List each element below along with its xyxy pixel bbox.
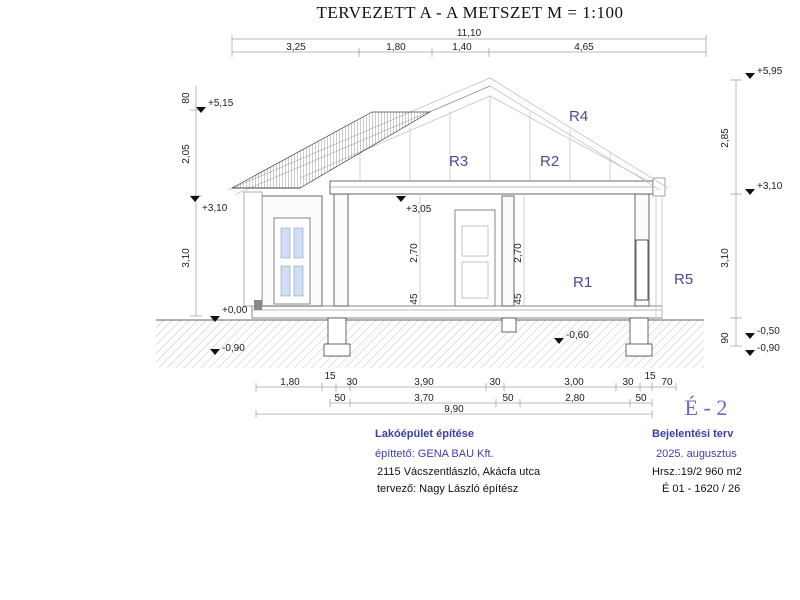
room-label-r1: R1	[573, 274, 592, 291]
level-marker-icon	[745, 189, 755, 195]
level-marker-icon	[196, 107, 206, 113]
client-line: építtető: GENA BAU Kft.	[375, 448, 494, 460]
level-marker-icon	[210, 349, 220, 355]
dim-room-height-right: 2,70	[513, 243, 524, 263]
dim-bottom-1: 1,80	[280, 377, 300, 388]
left-dimension-chain: 80 2,05 3,10	[181, 86, 202, 317]
title-block: Lakóépület építése építtető: GENA BAU Kf…	[375, 428, 742, 495]
room-label-r2: R2	[540, 153, 559, 170]
window-icon	[280, 227, 304, 297]
dim-top-seg-2: 1,80	[386, 42, 406, 53]
dim-room-height-left: 2,70	[409, 243, 420, 263]
plan-date: 2025. augusztus	[656, 448, 737, 460]
plan-type: Bejelentési terv	[652, 428, 734, 440]
ground-terrain	[156, 319, 704, 368]
dim-sill-left: 45	[409, 293, 420, 305]
level-right-eave: +3,10	[757, 181, 783, 192]
level-marker-icon	[396, 196, 406, 202]
sheet-number: É - 2	[685, 395, 728, 420]
room-label-r4: R4	[569, 108, 588, 125]
level-marker-icon	[554, 338, 564, 344]
dim-left-3: 3,10	[181, 248, 192, 268]
dim-bottom-9: 70	[661, 377, 673, 388]
level-ceiling: +3,05	[406, 204, 432, 215]
interior-dimensions: 2,70 45 2,70 45	[409, 196, 525, 306]
designer-line: tervező: Nagy László építész	[377, 483, 518, 495]
level-left-eave: +3,10	[202, 203, 228, 214]
level-left-ground: -0,90	[222, 343, 245, 354]
dim-bottom-row2-5: 50	[635, 393, 647, 404]
dim-bottom-4: 3,90	[414, 377, 434, 388]
level-marker-icon	[745, 333, 755, 339]
dim-top-seg-1: 3,25	[286, 42, 306, 53]
dim-overall-width: 11,10	[457, 28, 482, 39]
dim-left-2: 2,05	[181, 144, 192, 164]
dim-bottom-3: 30	[346, 377, 358, 388]
dim-sill-right: 45	[513, 293, 524, 305]
dim-bottom-row2-4: 2,80	[565, 393, 585, 404]
dim-left-1: 80	[181, 92, 192, 104]
dim-bottom-row2-2: 3,70	[414, 393, 434, 404]
level-right-top: +5,95	[757, 66, 783, 77]
level-marker-icon	[190, 196, 200, 202]
dim-top-seg-3: 1,40	[452, 42, 472, 53]
room-labels: R4 R3 R2 R1 R5	[449, 108, 693, 291]
room-label-r3: R3	[449, 153, 468, 170]
parcel-info: Hrsz.:19/2 960 m2	[652, 466, 742, 478]
level-markers: +5,15 +3,10 +3,05 +0,00 -0,90 -0,60 +5,9…	[190, 66, 783, 356]
level-marker-icon	[745, 350, 755, 356]
level-marker-icon	[210, 316, 220, 322]
right-dimension-chain: 2,85 3,10 90	[720, 79, 742, 347]
room-label-r5: R5	[674, 271, 693, 288]
door-icon	[454, 209, 496, 307]
dim-bottom-6: 3,00	[564, 377, 584, 388]
dim-top-seg-4: 4,65	[574, 42, 594, 53]
project-name: Lakóépület építése	[375, 428, 474, 440]
level-left-top: +5,15	[208, 98, 234, 109]
level-marker-icon	[745, 73, 755, 79]
building-section	[243, 177, 666, 357]
license-number: É 01 - 1620 / 26	[662, 482, 740, 495]
dim-bottom-8: 15	[644, 371, 656, 382]
dim-bottom-row2-1: 50	[334, 393, 346, 404]
level-floor: +0,00	[222, 305, 248, 316]
level-right-terrain: -0,50	[757, 326, 780, 337]
dim-right-3: 90	[720, 332, 731, 344]
address-line: 2115 Vácszentlászló, Akácfa utca	[377, 466, 541, 478]
dim-right-2: 3,10	[720, 248, 731, 268]
dim-bottom-row2-3: 50	[502, 393, 514, 404]
dim-bottom-2: 15	[324, 371, 336, 382]
level-foundation: -0,60	[566, 330, 589, 341]
top-dimension-chain: 11,10 3,25 1,80 1,40 4,65	[231, 28, 707, 57]
dim-bottom-overall: 9,90	[444, 404, 464, 415]
roof-section	[227, 77, 669, 195]
level-right-ground: -0,90	[757, 343, 780, 354]
dim-right-1: 2,85	[720, 128, 731, 148]
drawing-title: TERVEZETT A - A METSZET M = 1:100	[317, 3, 624, 22]
bottom-dimension-chains: 1,80 15 30 3,90 30 3,00 30 15 70 50 3,70…	[255, 371, 677, 418]
dim-bottom-5: 30	[489, 377, 501, 388]
dim-bottom-7: 30	[622, 377, 634, 388]
